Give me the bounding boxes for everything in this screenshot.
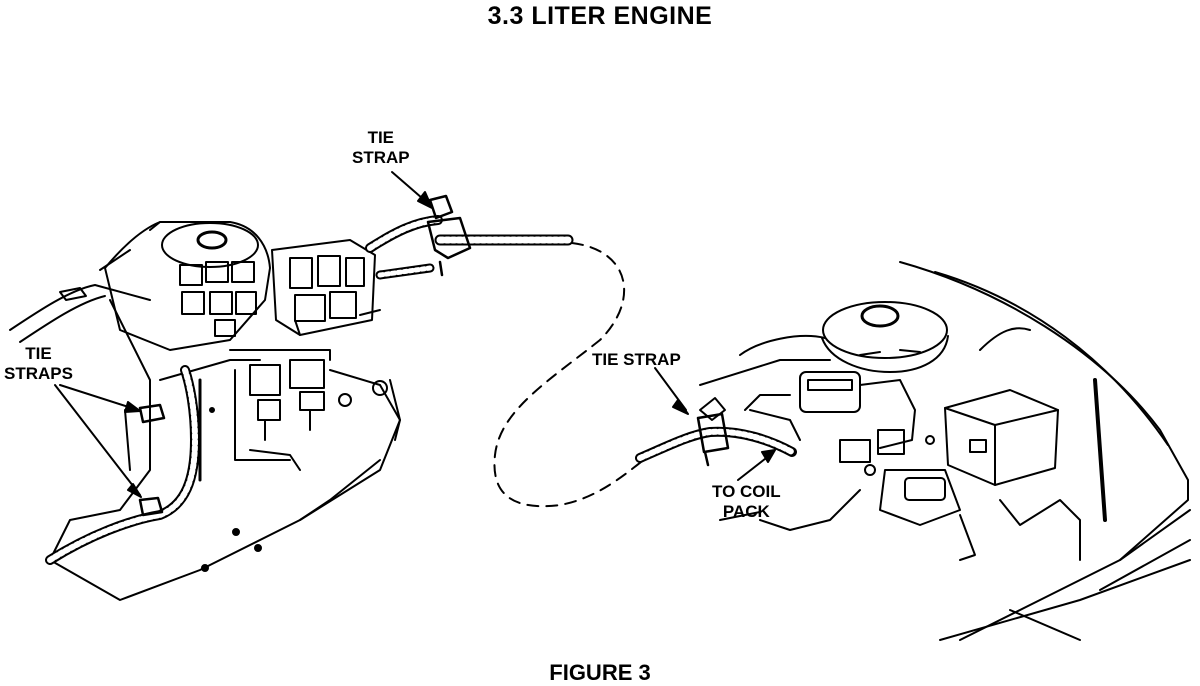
label-line: TIE — [25, 344, 52, 363]
right-engine-bay — [699, 261, 1191, 641]
tie-straps-left-clips — [138, 403, 166, 517]
figure-title: 3.3 LITER ENGINE — [487, 2, 713, 30]
figure-caption: FIGURE 3 — [549, 660, 651, 685]
label-line: PACK — [722, 502, 770, 521]
label-tie-strap-right: TIE STRAP — [592, 350, 681, 369]
label-line: STRAP — [352, 148, 410, 167]
left-wiring-harness — [45, 215, 574, 565]
tie-strap-top-clip — [426, 194, 472, 277]
label-line: STRAPS — [4, 364, 73, 383]
label-line: TIE — [367, 128, 395, 147]
left-engine-closeup — [9, 221, 401, 601]
label-tie-straps-left: TIE STRAPS — [4, 344, 73, 384]
right-wiring-harness — [635, 426, 797, 463]
leader-lines — [54, 171, 776, 498]
label-to-coil-pack: TO COIL PACK — [712, 482, 781, 522]
dashed-harness-route — [493, 242, 651, 508]
label-tie-strap-top: TIE STRAP — [352, 128, 410, 168]
tie-strap-right-clip — [696, 412, 730, 467]
label-line: TO COIL — [712, 482, 781, 501]
